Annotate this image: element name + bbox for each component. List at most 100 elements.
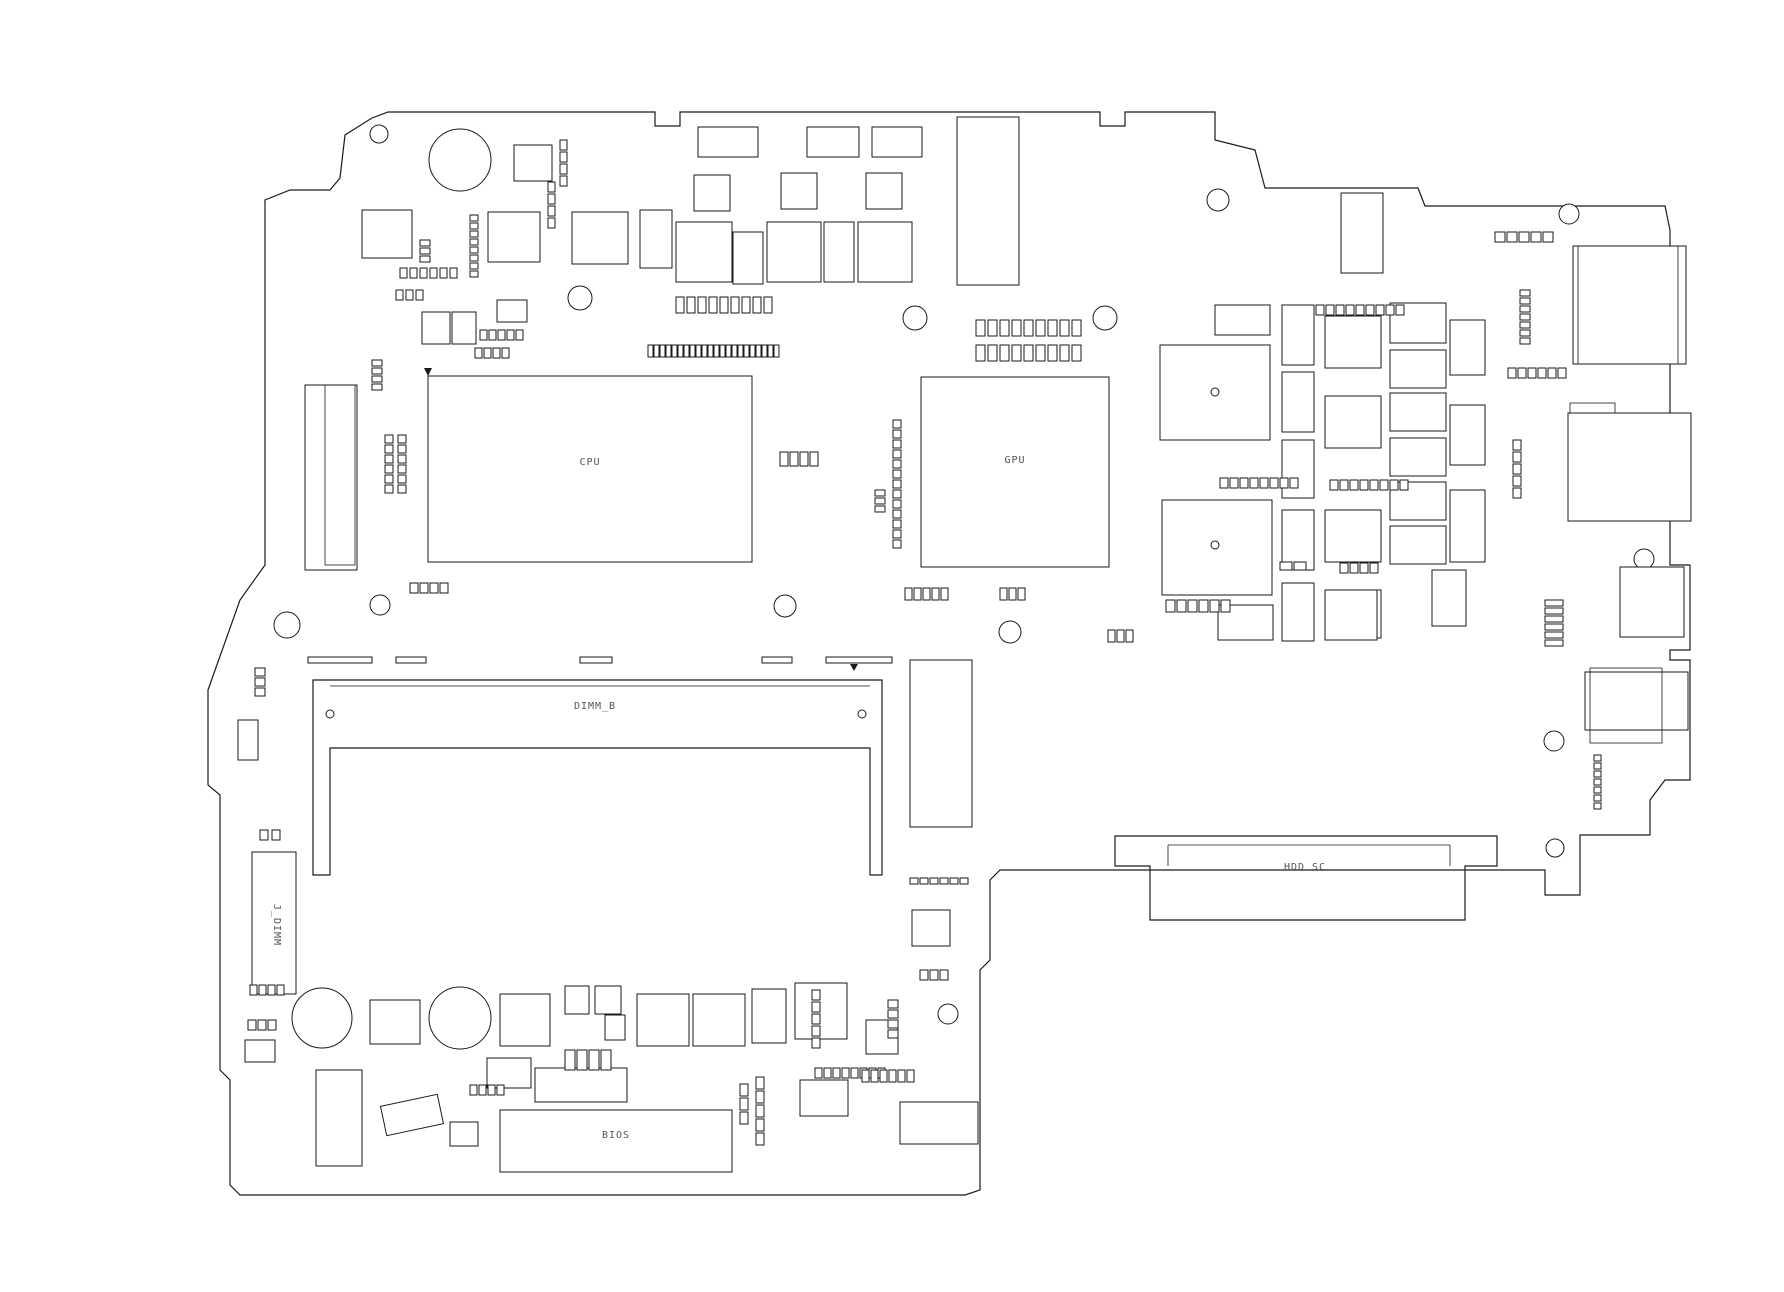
passive-part <box>1325 304 1335 316</box>
passive-part <box>515 329 524 341</box>
passive-part <box>267 1019 277 1031</box>
passive-part <box>874 489 886 497</box>
passive-part <box>755 1076 765 1090</box>
passive-part <box>887 1009 899 1019</box>
passive-part <box>1593 794 1602 802</box>
passive-part <box>564 1049 576 1071</box>
passive-part <box>1339 479 1349 491</box>
passive-part <box>767 344 774 358</box>
passive-part <box>1359 479 1369 491</box>
passive-part <box>913 587 922 601</box>
passive-part <box>1165 599 1176 613</box>
passive-part <box>469 270 479 278</box>
left-lower-label: J_DIMM <box>271 904 282 946</box>
passive-part <box>1229 477 1239 489</box>
passive-part <box>1527 367 1537 379</box>
passive-part <box>809 451 819 467</box>
passive-part <box>874 505 886 513</box>
passive-part <box>739 1097 749 1111</box>
passive-part <box>659 344 666 358</box>
passive-part <box>559 151 568 163</box>
passive-part <box>371 367 383 375</box>
passive-part <box>892 489 902 499</box>
passive-part <box>755 1132 765 1146</box>
passive-part <box>892 509 902 519</box>
passive-part <box>1369 562 1379 574</box>
passive-part <box>850 1067 859 1079</box>
passive-part <box>1176 599 1187 613</box>
passive-part <box>1379 479 1389 491</box>
passive-part <box>439 267 448 279</box>
passive-part <box>761 344 768 358</box>
passive-part <box>789 451 799 467</box>
passive-part <box>384 464 394 474</box>
passive-part <box>497 329 506 341</box>
passive-part <box>1395 304 1405 316</box>
passive-part <box>1593 754 1602 762</box>
dimm-slot: DIMM_B <box>307 656 893 876</box>
passive-part <box>1544 639 1564 647</box>
mounting-holes <box>273 124 1655 1025</box>
passive-part <box>395 289 404 301</box>
passive-part <box>814 1067 823 1079</box>
passive-part <box>1519 305 1531 313</box>
passive-part <box>1537 367 1547 379</box>
passive-part <box>258 984 267 996</box>
passive-part <box>755 1104 765 1118</box>
passive-part <box>1071 344 1082 362</box>
cpu-left: CPU <box>424 368 753 563</box>
passive-part <box>1355 304 1365 316</box>
passive-part <box>987 344 998 362</box>
passive-part <box>1289 477 1299 489</box>
bottom-chip-label: BIOS <box>602 1130 630 1141</box>
passive-part <box>559 163 568 175</box>
passive-part <box>1279 477 1289 489</box>
passive-part <box>478 1084 487 1096</box>
passive-part <box>547 205 556 217</box>
passive-part <box>492 347 501 359</box>
passive-part <box>1512 463 1522 475</box>
passive-part <box>488 329 497 341</box>
passive-part <box>1512 439 1522 451</box>
passive-part <box>429 582 439 594</box>
passive-part <box>1187 599 1198 613</box>
passive-part <box>701 344 708 358</box>
top-right-module <box>956 116 1020 286</box>
passive-part <box>697 296 707 314</box>
passive-part <box>1125 629 1134 643</box>
passive-part <box>483 347 492 359</box>
passive-part <box>1530 231 1542 243</box>
passive-part <box>888 1069 897 1083</box>
passive-part <box>741 296 751 314</box>
passive-part <box>689 344 696 358</box>
passive-part <box>439 582 449 594</box>
passive-part <box>929 877 939 885</box>
passive-part <box>1107 629 1116 643</box>
passive-part <box>1593 786 1602 794</box>
passive-part <box>1519 297 1531 305</box>
passive-part <box>1389 479 1399 491</box>
passive-part <box>811 989 821 1001</box>
passive-part <box>409 582 419 594</box>
passive-part <box>371 375 383 383</box>
passive-part <box>892 449 902 459</box>
passive-part <box>371 359 383 367</box>
passive-part <box>469 222 479 230</box>
passive-part <box>1544 631 1564 639</box>
passive-part <box>909 877 919 885</box>
passive-part <box>419 582 429 594</box>
passive-part <box>469 238 479 246</box>
passive-part <box>892 519 902 529</box>
passive-part <box>429 267 438 279</box>
passive-part <box>496 1084 505 1096</box>
passive-part <box>959 877 969 885</box>
passive-part <box>559 139 568 151</box>
passive-part <box>1519 289 1531 297</box>
passive-part <box>975 344 986 362</box>
passive-part <box>949 877 959 885</box>
passive-part <box>892 419 902 429</box>
passive-part <box>1249 477 1259 489</box>
passive-part <box>397 444 407 454</box>
passive-part <box>647 344 654 358</box>
passive-part <box>254 677 266 687</box>
